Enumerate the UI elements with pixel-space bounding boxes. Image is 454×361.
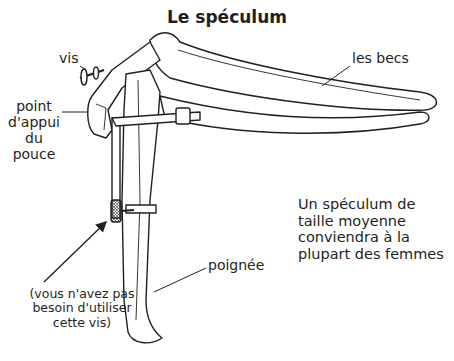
part-label: les becs: [352, 50, 447, 66]
note-text: (vous n'avez pas besoin d'utiliser cette…: [26, 287, 138, 330]
part-label: poignée: [208, 257, 288, 273]
diagram-title: Le spéculum: [0, 7, 454, 27]
part-label: point d'appui du pouce: [2, 98, 66, 162]
part-label: vis: [59, 50, 99, 66]
note-text: Un spéculum de taille moyenne conviendra…: [298, 196, 450, 263]
